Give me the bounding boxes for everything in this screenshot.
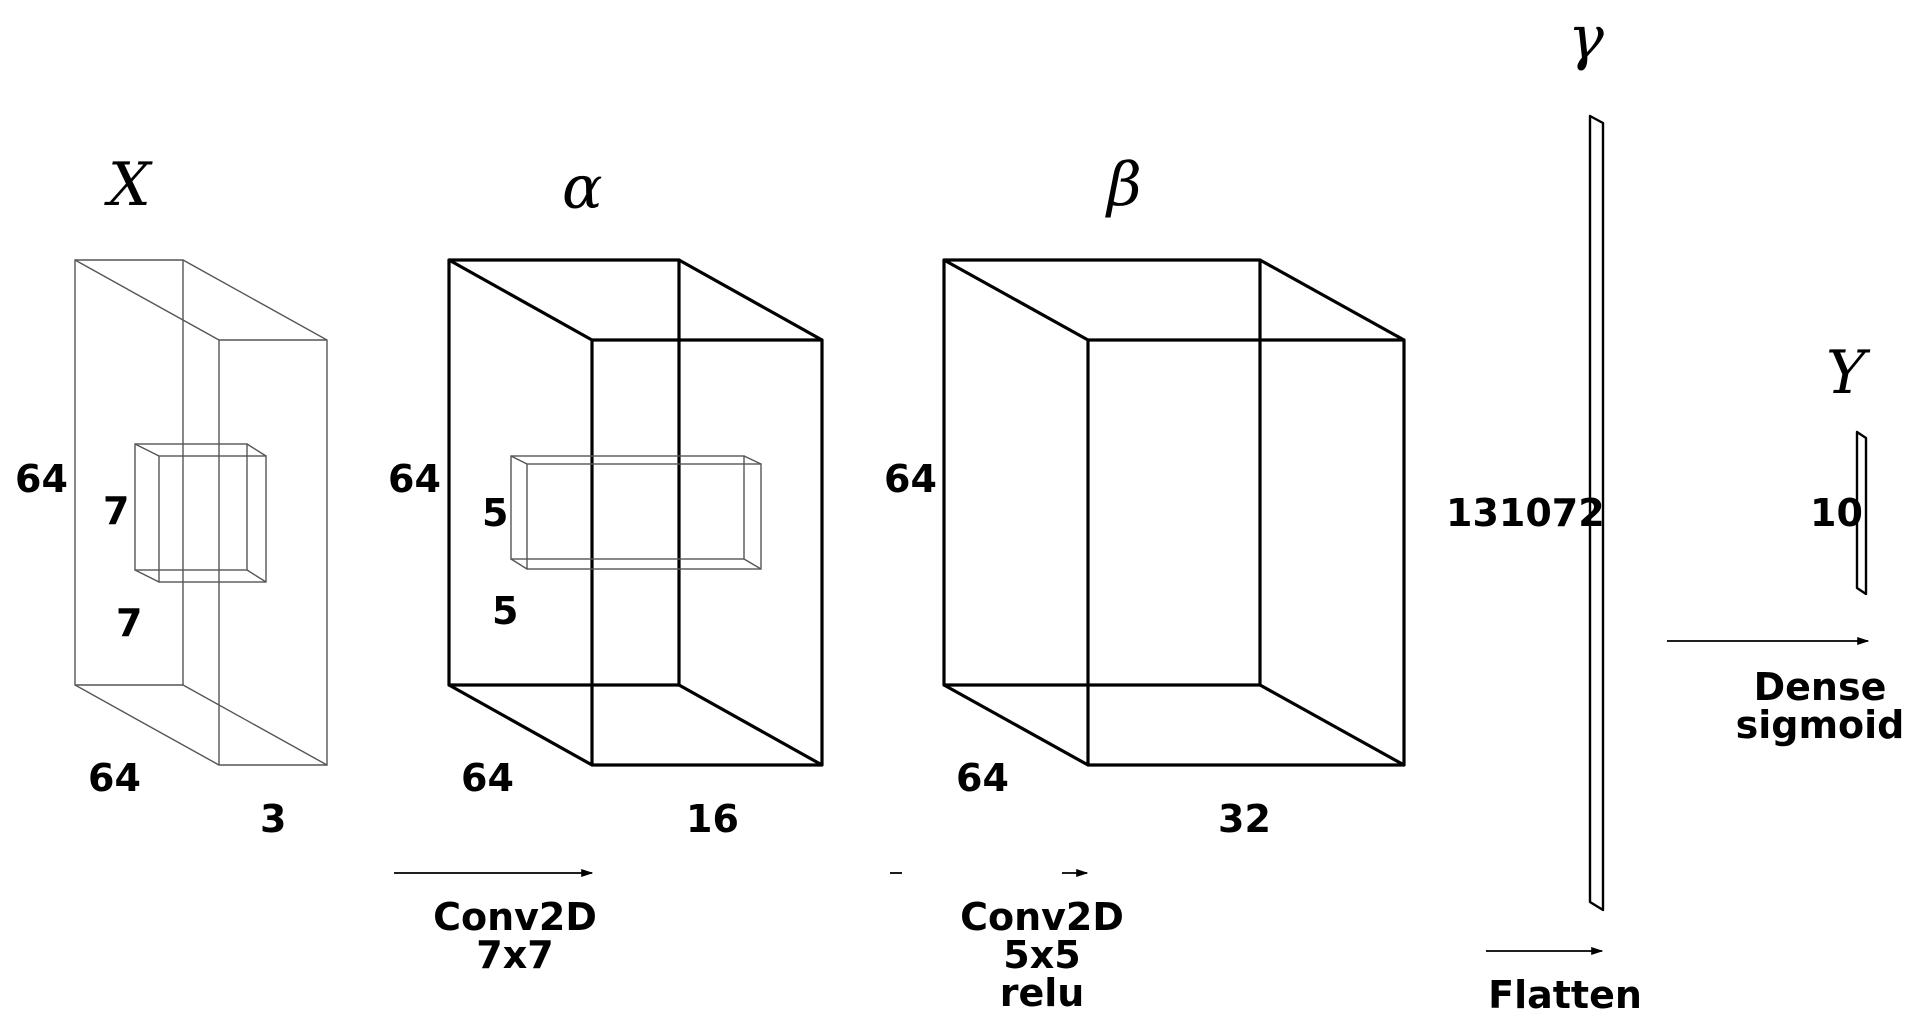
kernel-alpha-box <box>510 455 762 570</box>
symbol-alpha: α <box>562 153 603 223</box>
x-height-label: 64 <box>15 457 68 501</box>
tensor-alpha-box <box>447 258 824 767</box>
conv1-label: Conv2D 7x7 <box>425 898 605 974</box>
alpha-kernel-width-label: 5 <box>492 589 519 633</box>
tensor-gamma-bar <box>1588 114 1605 912</box>
symbol-gamma: γ <box>1568 3 1604 73</box>
x-kernel-width-label: 7 <box>116 601 143 645</box>
x-width-label: 64 <box>88 756 141 800</box>
beta-height-label: 64 <box>884 457 937 501</box>
kernel-x-box <box>134 443 267 583</box>
tensor-x-box <box>74 259 328 766</box>
symbol-y: Y <box>1826 338 1866 408</box>
beta-width-label: 64 <box>956 756 1009 800</box>
alpha-kernel-height-label: 5 <box>482 491 509 535</box>
y-size-label: 10 <box>1810 491 1863 535</box>
x-kernel-height-label: 7 <box>103 489 130 533</box>
flatten-type: Flatten <box>1488 973 1642 1017</box>
dense-label: Dense sigmoid <box>1730 668 1910 744</box>
conv2-kernel: 5x5 <box>1003 933 1081 977</box>
tensor-beta-box <box>942 258 1406 767</box>
flatten-label: Flatten <box>1480 976 1650 1014</box>
conv2-type: Conv2D <box>960 895 1124 939</box>
alpha-height-label: 64 <box>388 457 441 501</box>
dense-activation: sigmoid <box>1735 703 1905 747</box>
alpha-width-label: 64 <box>461 756 514 800</box>
x-channels-label: 3 <box>260 797 287 841</box>
conv2-label: Conv2D 5x5 relu <box>952 898 1132 1012</box>
conv2-activation: relu <box>999 971 1085 1015</box>
dense-type: Dense <box>1753 665 1887 709</box>
conv1-kernel: 7x7 <box>476 933 554 977</box>
conv1-type: Conv2D <box>433 895 597 939</box>
tensor-y-bar <box>1855 430 1868 596</box>
symbol-x: X <box>108 150 151 220</box>
symbol-beta: β <box>1107 150 1142 220</box>
beta-channels-label: 32 <box>1218 797 1271 841</box>
alpha-channels-label: 16 <box>686 797 739 841</box>
gamma-size-label: 131072 <box>1446 491 1605 535</box>
